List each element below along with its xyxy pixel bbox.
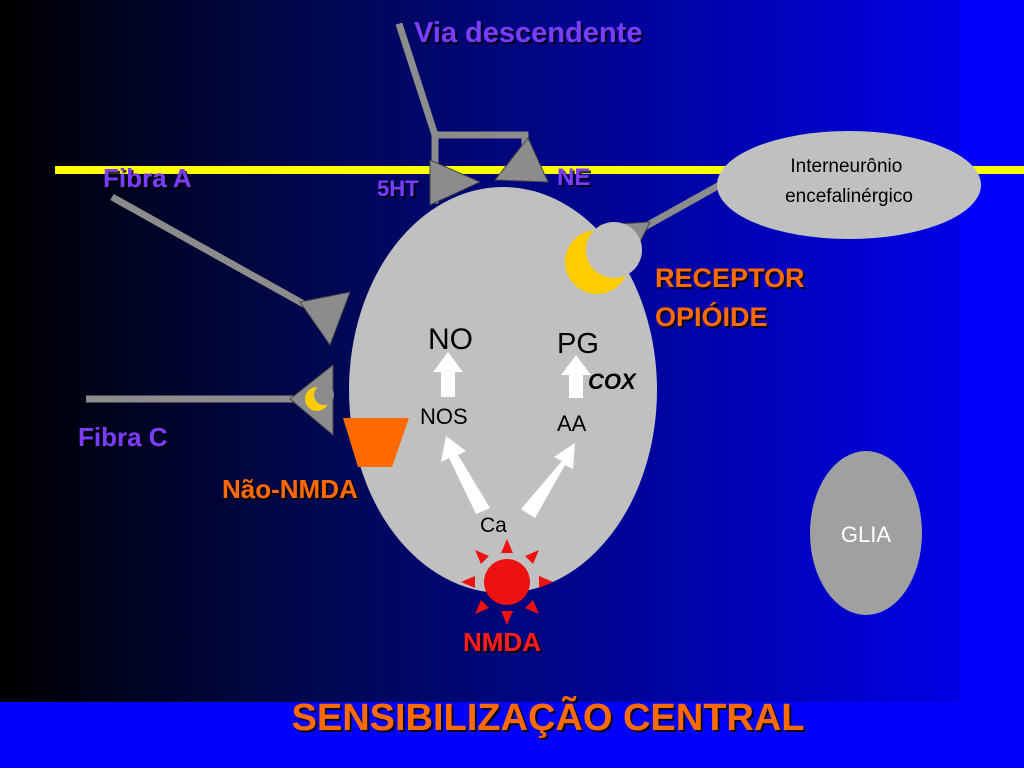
- aa-label: AA: [557, 411, 587, 436]
- arrow-ca-to-nos: [441, 436, 490, 514]
- glia-ellipse: [810, 451, 922, 615]
- ne-terminal-triangle: [494, 137, 549, 183]
- interneuronio-label: Interneurônio encefalinérgico: [785, 156, 913, 207]
- fibra-a-label: Fibra A: [103, 163, 192, 193]
- nmda-label: NMDA: [463, 627, 541, 657]
- arrow-aa-to-pg: [561, 355, 591, 398]
- nmda-sun-icon: [461, 539, 553, 625]
- nos-label: NOS: [420, 404, 468, 429]
- fibra-a-terminal-triangle: [299, 291, 351, 347]
- 5ht-label: 5HT: [377, 176, 419, 201]
- interneuron-ellipse: [717, 131, 981, 239]
- receptor-line2: OPIÓIDE: [655, 301, 768, 332]
- receptor-opioide-label: RECEPTOR OPIÓIDE: [655, 263, 812, 332]
- pg-label: PG: [557, 328, 599, 360]
- fibra-a-axon: [110, 193, 320, 316]
- slide-title: SENSIBILIZAÇÃO CENTRAL: [292, 695, 805, 739]
- internal-arrows: [433, 352, 591, 518]
- nao-nmda-label: Não-NMDA: [222, 474, 358, 504]
- opioid-receptor-moon-icon: [565, 222, 642, 294]
- ne-label: NE: [557, 164, 590, 191]
- glia-label: GLIA: [841, 522, 891, 547]
- no-label: NO: [428, 323, 473, 356]
- nao-nmda-receptor-trapezoid-icon: [343, 418, 409, 467]
- receptor-line1: RECEPTOR: [655, 263, 805, 293]
- fibra-c-receptor-moon-icon: [305, 385, 334, 411]
- interneuronio-line1: Interneurônio: [790, 156, 902, 177]
- fibra-c-label: Fibra C: [78, 422, 168, 452]
- cox-label: COX: [588, 369, 637, 394]
- arrow-ca-to-aa: [521, 443, 575, 518]
- via-descendente-label: Via descendente: [414, 17, 642, 49]
- ca-label: Ca: [480, 514, 507, 537]
- arrow-nos-to-no: [433, 352, 463, 397]
- 5ht-terminal-triangle: [429, 159, 482, 206]
- interneuronio-line2: encefalinérgico: [785, 186, 913, 207]
